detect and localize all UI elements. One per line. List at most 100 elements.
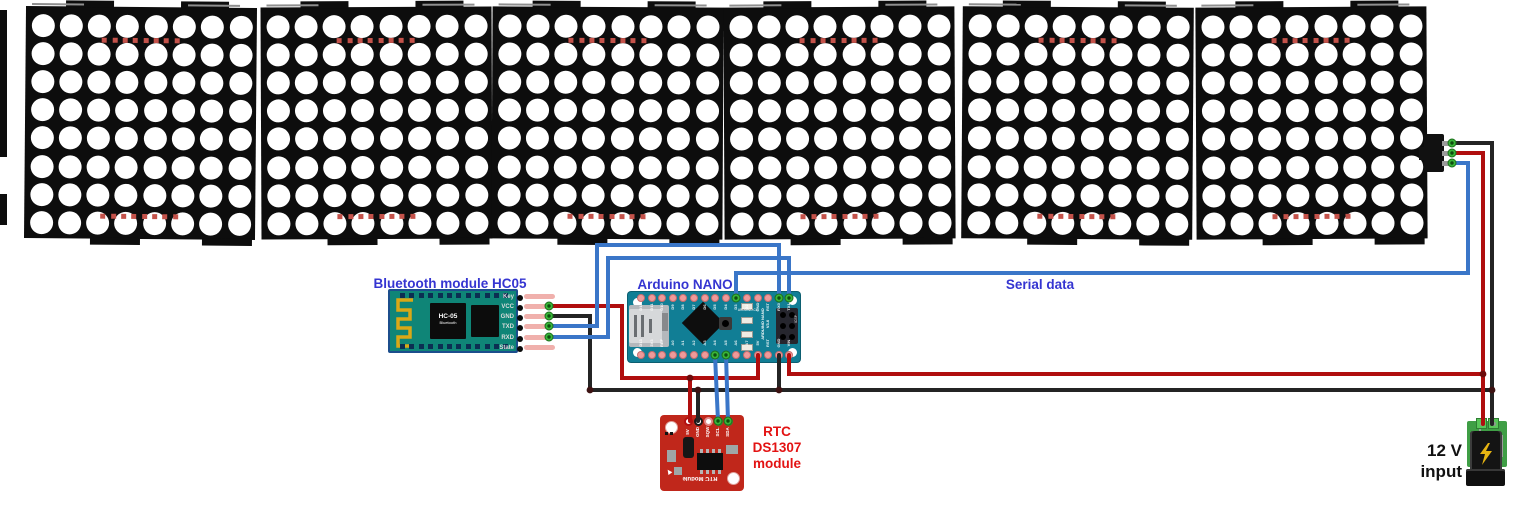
led-dot xyxy=(464,70,488,94)
nano-pin-label: RST xyxy=(765,339,771,347)
led-dot xyxy=(142,183,167,207)
panel-pin-line xyxy=(968,3,1021,6)
led-dot xyxy=(871,127,895,151)
castellation xyxy=(494,344,499,349)
led-dot xyxy=(1286,70,1310,95)
pin-marker xyxy=(630,37,636,43)
pin-marker xyxy=(1109,213,1115,219)
led-dot xyxy=(996,42,1020,66)
led-dot xyxy=(58,154,82,178)
led-dot xyxy=(928,211,952,235)
led-dot xyxy=(199,156,224,180)
led-dot xyxy=(525,155,549,179)
led-dot xyxy=(995,183,1019,207)
led-dot xyxy=(59,41,83,66)
pin-marker xyxy=(640,37,646,43)
led-dot xyxy=(350,14,375,38)
led-dot xyxy=(1023,155,1047,179)
led-dot xyxy=(786,155,810,179)
led-dot xyxy=(86,183,110,207)
led-dot xyxy=(86,155,110,179)
led-dot xyxy=(639,99,663,123)
led-dot xyxy=(200,71,224,95)
led-dot xyxy=(553,127,578,151)
pin-marker xyxy=(141,213,147,219)
led-dot xyxy=(785,71,809,95)
pin-marker xyxy=(831,213,837,219)
led-dot xyxy=(814,127,838,151)
led-dot xyxy=(407,98,431,122)
pin-marker xyxy=(348,213,354,219)
pin-marker xyxy=(1272,213,1278,219)
led-dot xyxy=(1315,183,1339,207)
led-dot xyxy=(172,71,196,95)
led-dot xyxy=(525,183,549,207)
pin-marker xyxy=(174,37,180,43)
pin-marker xyxy=(1037,213,1043,219)
pin-marker xyxy=(1080,37,1086,43)
led-dot xyxy=(436,126,460,151)
panel-pin-line xyxy=(885,3,938,6)
led-dot xyxy=(294,42,318,67)
led-dot xyxy=(899,183,923,207)
led-dot xyxy=(1258,155,1282,179)
pin-marker xyxy=(389,213,395,219)
pin-marker xyxy=(1048,213,1054,219)
led-dot xyxy=(666,212,690,236)
led-dot xyxy=(351,127,375,151)
led-dot xyxy=(786,183,810,207)
led-dot xyxy=(666,183,690,208)
pin-marker xyxy=(1292,37,1298,43)
bt-pin-label-gnd: GND xyxy=(500,314,514,320)
pin-marker xyxy=(1059,37,1065,43)
usb-slot xyxy=(634,315,637,337)
castellation xyxy=(456,344,462,349)
led-dot xyxy=(266,43,290,67)
led-dot xyxy=(610,127,634,151)
pin-marker xyxy=(347,37,353,43)
panel-pin-line xyxy=(498,3,551,6)
led-matrix-panel-edge xyxy=(0,10,7,225)
ic-leg xyxy=(700,449,703,453)
led-dot xyxy=(379,127,403,151)
bt-wire-stub xyxy=(524,313,550,319)
led-dot xyxy=(115,98,139,123)
pin-marker xyxy=(163,37,169,43)
panel-tab xyxy=(327,237,378,246)
panel-tab xyxy=(201,238,252,246)
castellation xyxy=(475,344,481,349)
pin-marker xyxy=(409,213,415,219)
led-dot xyxy=(757,14,781,38)
nano-pin-a5 xyxy=(721,351,730,359)
pin-marker xyxy=(1069,37,1075,43)
castellation xyxy=(447,293,452,298)
nano-pin-label: D8 xyxy=(680,304,686,310)
pin-marker xyxy=(368,213,374,219)
bt-pin-state xyxy=(517,346,523,352)
usb-tail xyxy=(662,313,668,331)
pin-marker xyxy=(378,37,384,43)
led-dot xyxy=(29,210,53,235)
led-dot xyxy=(171,183,195,208)
crystal xyxy=(683,437,694,458)
led-dot xyxy=(58,98,83,122)
led-dot xyxy=(200,43,224,67)
chip-label: HC-05 xyxy=(438,313,458,320)
castellation xyxy=(494,293,499,298)
led-dot xyxy=(464,183,488,207)
led-dot xyxy=(554,42,578,66)
nano-pin-rst xyxy=(764,351,773,359)
led-dot xyxy=(408,127,432,151)
pin-marker xyxy=(1090,37,1096,43)
led-dot xyxy=(1285,14,1309,38)
panel-tab xyxy=(790,237,841,246)
connector-pin-din xyxy=(1442,161,1451,166)
serial-data-label: Serial data xyxy=(1005,277,1075,292)
led-dot xyxy=(1108,183,1132,208)
led-dot xyxy=(729,212,754,236)
pin-marker xyxy=(620,37,626,43)
nano-pin-vin xyxy=(785,351,794,359)
led-dot xyxy=(842,98,866,123)
led-dot xyxy=(496,211,521,235)
castellation xyxy=(418,344,424,349)
